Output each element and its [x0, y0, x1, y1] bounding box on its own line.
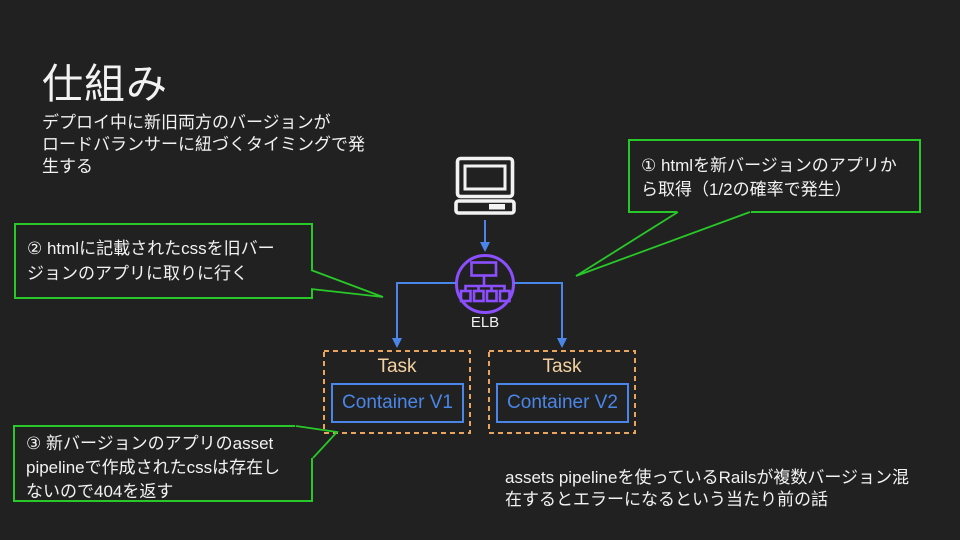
callout-step-2: ② htmlに記載されたcssを旧バー ジョンのアプリに取りに行く: [14, 223, 313, 299]
description-line: ロードバランサーに紐づくタイミングで発: [42, 135, 365, 154]
page-title: 仕組み: [42, 61, 168, 107]
description-line: デプロイ中に新旧両方のバージョンが: [42, 113, 331, 132]
footnote-line: 在するとエラーになるという当たり前の話: [505, 490, 828, 509]
computer-monitor-icon: [454, 156, 516, 215]
elb-load-balancer-icon: [455, 254, 515, 314]
description-line: 生する: [42, 157, 93, 176]
callout-line: ① htmlを新バージョンのアプリか: [641, 156, 897, 175]
callout-step-1: ① htmlを新バージョンのアプリか ら取得（1/2の確率で発生）: [628, 139, 921, 213]
arrow-elb-to-task-v2: [514, 282, 567, 348]
container-v2-box: Container V2: [496, 383, 629, 423]
footnote-text: assets pipelineを使っているRailsが複数バージョン混 在すると…: [505, 467, 955, 511]
callout-line: ら取得（1/2の確率で発生）: [641, 180, 852, 199]
arrow-client-to-elb: [480, 220, 490, 252]
container-v1-box: Container V1: [331, 383, 464, 423]
elb-label: ELB: [470, 314, 500, 331]
callout-step-3: ③ 新バージョンのアプリのasset pipelineで作成されたcssは存在し…: [13, 425, 313, 502]
callout-1-pointer: [575, 210, 751, 277]
callout-line: ないので404を返す: [26, 482, 174, 501]
callout-line: ジョンのアプリに取りに行く: [27, 264, 248, 283]
callout-2-pointer: [310, 269, 384, 298]
task-box-v1: Task Container V1: [324, 351, 470, 433]
task-box-v2: Task Container V2: [489, 351, 635, 433]
callout-line: ② htmlに記載されたcssを旧バー: [27, 239, 275, 258]
callout-line: ③ 新バージョンのアプリのasset: [26, 434, 274, 453]
task-label: Task: [377, 356, 417, 377]
footnote-line: assets pipelineを使っているRailsが複数バージョン混: [505, 468, 910, 487]
callout-line: pipelineで作成されたcssは存在し: [26, 458, 281, 477]
task-label: Task: [542, 356, 582, 377]
description-text: デプロイ中に新旧両方のバージョンが ロードバランサーに紐づくタイミングで発 生す…: [42, 112, 365, 178]
arrow-elb-to-task-v1: [392, 282, 456, 348]
